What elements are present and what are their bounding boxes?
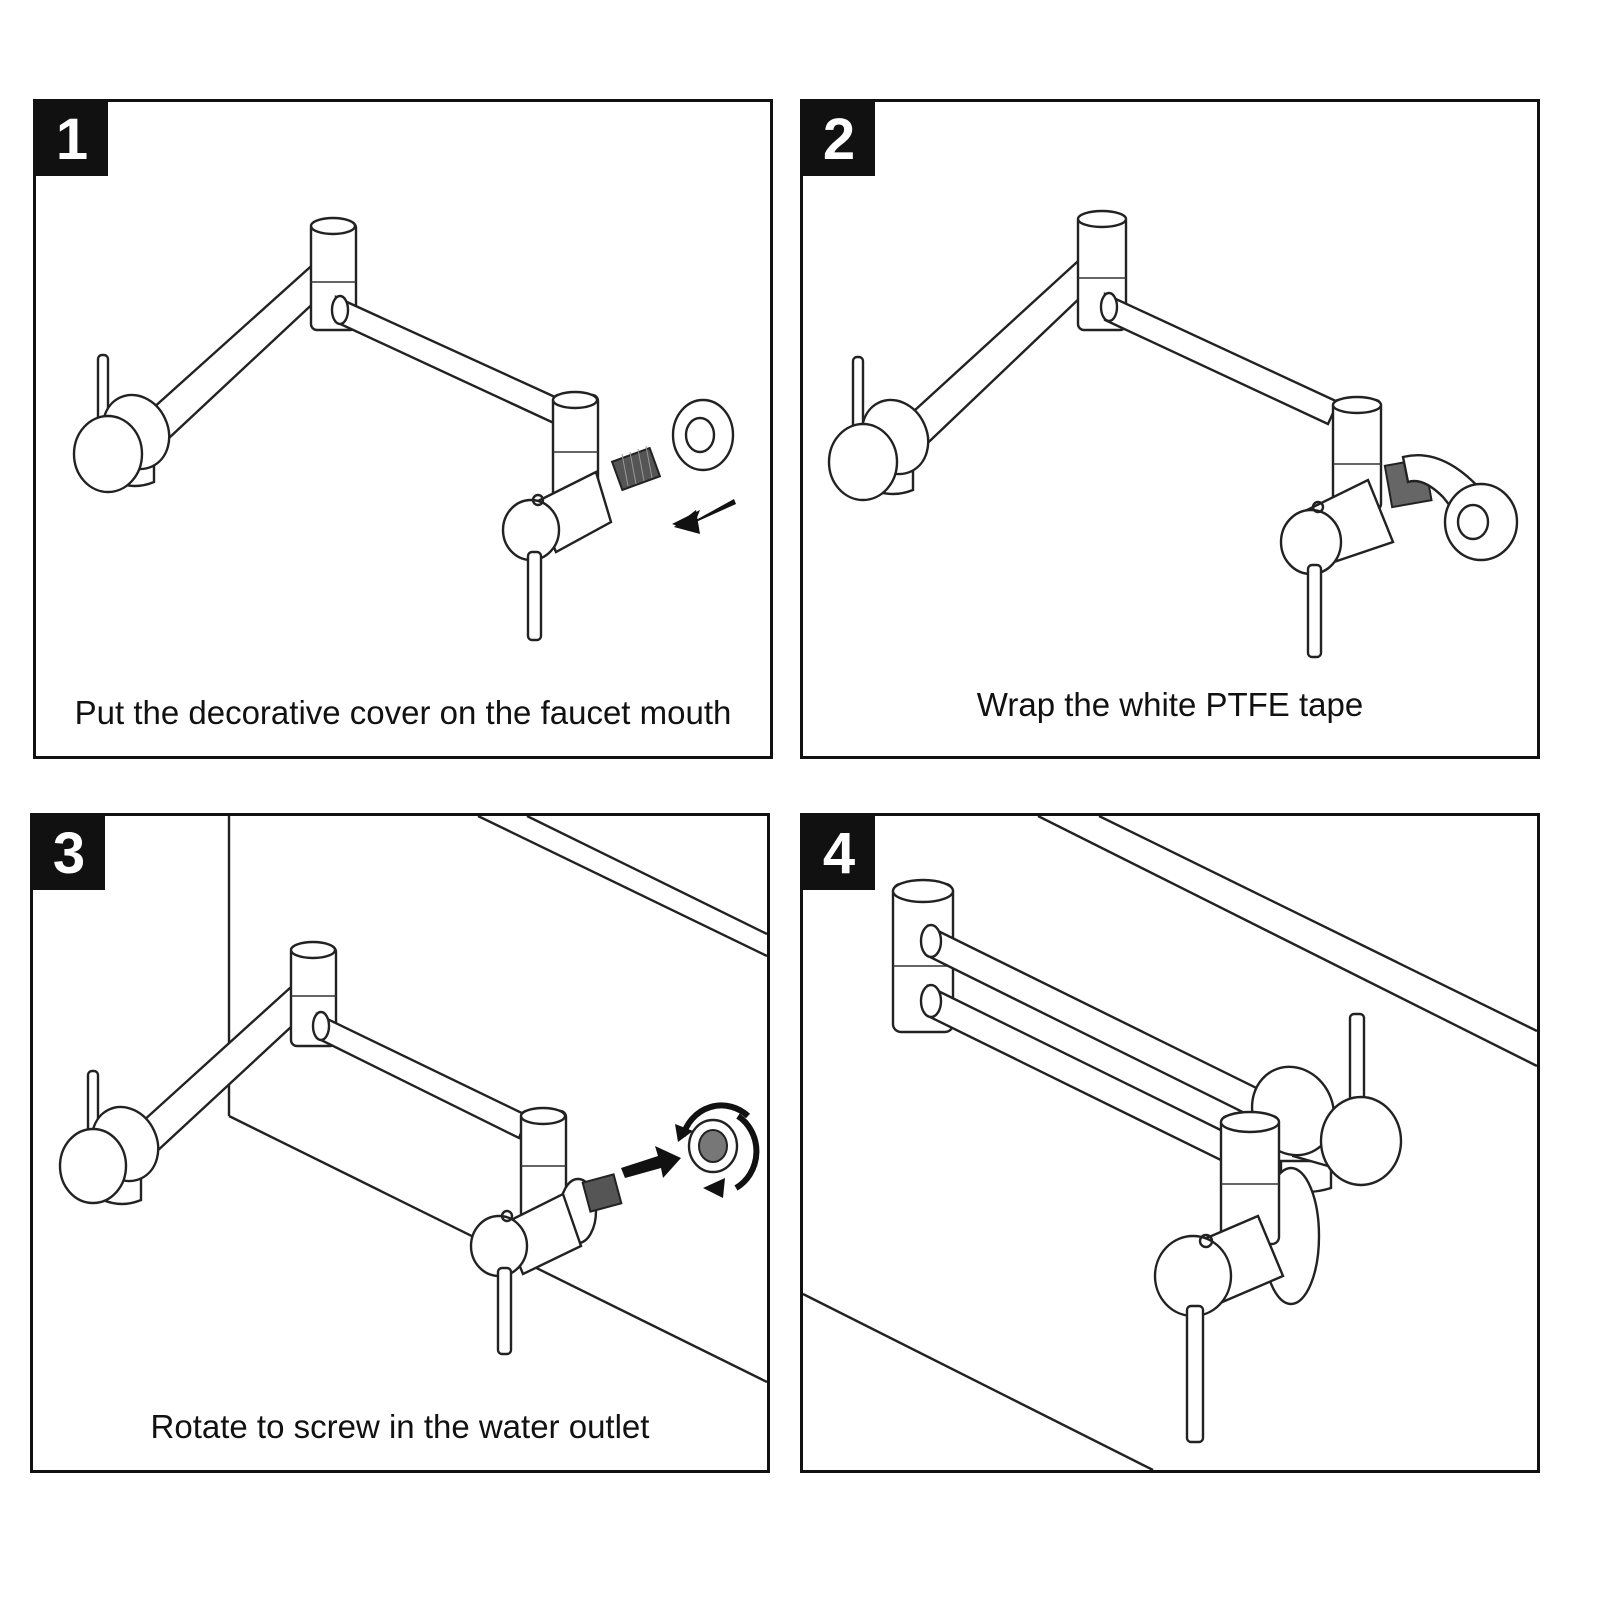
step-1-panel: 1 xyxy=(33,99,773,759)
faucet-illustration xyxy=(827,209,1519,659)
ptfe-tape-icon xyxy=(1383,454,1519,562)
wall-outline xyxy=(803,816,1537,1470)
step-3-badge: 3 xyxy=(33,816,105,890)
step-3-caption: Rotate to screw in the water outlet xyxy=(150,1408,650,1445)
step-2-panel: 2 Wrap the white PTFE tape xyxy=(800,99,1540,759)
decorative-cover-icon xyxy=(671,398,735,472)
step-4-panel: 4 xyxy=(800,813,1540,1473)
faucet-illustration xyxy=(58,816,767,1384)
step-4-badge: 4 xyxy=(803,816,875,890)
step-1-caption: Put the decorative cover on the faucet m… xyxy=(74,694,732,731)
arrow-icon xyxy=(621,1146,681,1178)
faucet-illustration xyxy=(72,216,736,642)
step-2-caption: Wrap the white PTFE tape xyxy=(976,686,1364,723)
step-1-badge: 1 xyxy=(36,102,108,176)
faucet-illustration xyxy=(803,816,1537,1470)
arrow-icon xyxy=(672,499,736,534)
rotate-arrow-icon xyxy=(675,1102,760,1198)
step-2-badge: 2 xyxy=(803,102,875,176)
step-3-panel: 3 xyxy=(30,813,770,1473)
